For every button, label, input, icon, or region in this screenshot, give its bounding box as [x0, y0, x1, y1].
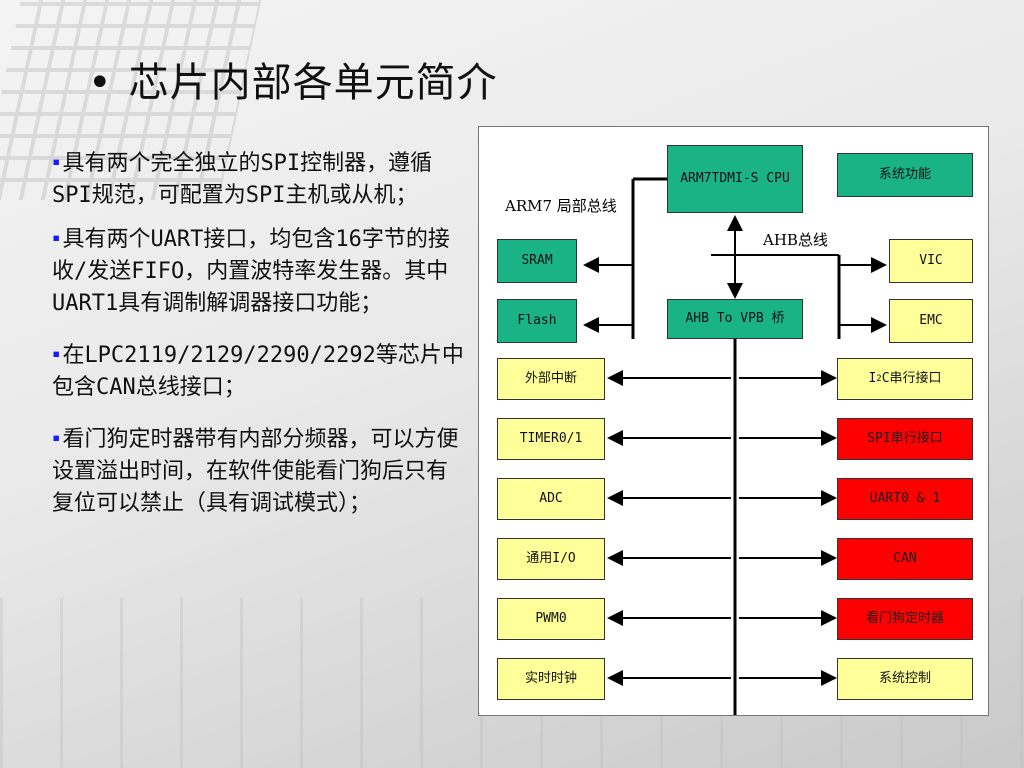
bullet-square-icon: ▪	[52, 230, 61, 246]
sram-box: SRAM	[497, 239, 577, 283]
arm7-local-bus-label: ARM7 局部总线	[505, 197, 617, 215]
gpio-box: 通用I/O	[497, 538, 605, 580]
rtc-box: 实时时钟	[497, 658, 605, 700]
bullet-item-uart: ▪具有两个UART接口，均包含16字节的接收/发送FIFO，内置波特率发生器。其…	[52, 222, 464, 320]
adc-box: ADC	[497, 478, 605, 520]
vic-box: VIC	[889, 239, 973, 283]
emc-box: EMC	[889, 299, 973, 343]
bullet-list: ▪具有两个完全独立的SPI控制器，遵循SPI规范，可配置为SPI主机或从机； ▪…	[52, 146, 464, 530]
slide-title: • 芯片内部各单元简介	[88, 50, 498, 108]
title-bullet: •	[88, 60, 113, 106]
bullet-square-icon: ▪	[52, 430, 61, 446]
ahb-bus-label: AHB总线	[763, 231, 828, 249]
i2c-superscript: 2	[876, 374, 882, 384]
uart-box: UART0 & 1	[837, 478, 973, 520]
bullet-text: 具有两个UART接口，均包含16字节的接收/发送FIFO，内置波特率发生器。其中…	[52, 227, 450, 316]
flash-box: Flash	[497, 299, 577, 343]
bus-lines	[583, 177, 887, 715]
bullet-item-can: ▪在LPC2119/2129/2290/2292等芯片中包含CAN总线接口；	[52, 338, 464, 404]
i2c-prefix: I	[868, 371, 877, 386]
cpu-box: ARM7TDMI-S CPU	[667, 145, 803, 213]
i2c-suffix: C串行接口	[881, 371, 942, 386]
bullet-item-spi: ▪具有两个完全独立的SPI控制器，遵循SPI规范，可配置为SPI主机或从机；	[52, 146, 464, 212]
bullet-text: 在LPC2119/2129/2290/2292等芯片中包含CAN总线接口；	[52, 343, 464, 400]
system-control-box: 系统控制	[837, 658, 973, 700]
system-function-box: 系统功能	[837, 153, 973, 197]
external-interrupt-box: 外部中断	[497, 358, 605, 400]
spi-box: SPI串行接口	[837, 418, 973, 460]
bullet-square-icon: ▪	[52, 346, 61, 362]
bullet-text: 看门狗定时器带有内部分频器，可以方便设置溢出时间，在软件使能看门狗后只有复位可以…	[52, 427, 459, 516]
timer-box: TIMER0/1	[497, 418, 605, 460]
bullet-item-watchdog: ▪看门狗定时器带有内部分频器，可以方便设置溢出时间，在软件使能看门狗后只有复位可…	[52, 422, 464, 520]
watchdog-box: 看门狗定时器	[837, 598, 973, 640]
title-text: 芯片内部各单元简介	[128, 60, 498, 106]
chip-block-diagram: ARM7 局部总线 AHB总线 ARM7TDMI-S CPU 系统功能 SRAM…	[478, 126, 989, 716]
bullet-text: 具有两个完全独立的SPI控制器，遵循SPI规范，可配置为SPI主机或从机；	[52, 151, 433, 208]
can-box: CAN	[837, 538, 973, 580]
ahb-to-vpb-bridge-box: AHB To VPB 桥	[667, 299, 803, 339]
pwm-box: PWM0	[497, 598, 605, 640]
bullet-square-icon: ▪	[52, 154, 61, 170]
